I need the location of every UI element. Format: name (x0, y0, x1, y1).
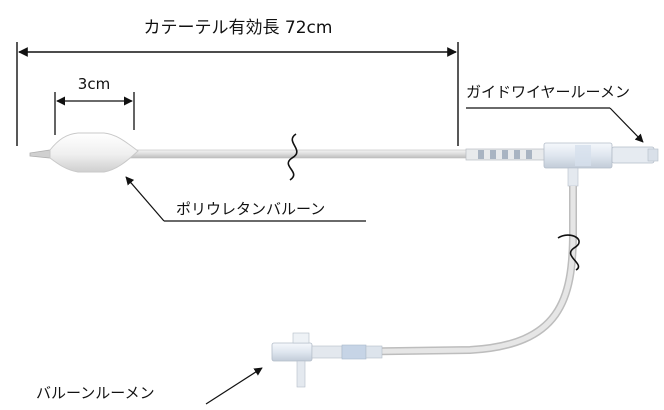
effective-length-dimension: カテーテル有効長 72cm (16, 18, 459, 146)
side-port-stem (567, 167, 579, 187)
balloon-lumen-hub (271, 332, 383, 388)
balloon-length-dimension: 3cm (54, 75, 135, 135)
balloon-label: ポリウレタンバルーン (176, 200, 325, 218)
stopcock-handle (292, 332, 310, 344)
guidewire-lumen-callout: ガイドワイヤールーメン (466, 83, 644, 143)
tube-break-mark (557, 234, 580, 271)
shaft-break-mark (287, 133, 298, 181)
guidewire-lumen-label: ガイドワイヤールーメン (466, 83, 630, 101)
shaft-tube (129, 149, 476, 159)
guidewire-hub (465, 142, 659, 187)
balloon-lumen-callout: バルーンルーメン (36, 367, 263, 405)
guidewire-lumen-arrow (609, 107, 644, 143)
balloon-lumen-arrow (205, 367, 263, 405)
lower-hub-body (271, 342, 313, 362)
balloon-arrow (125, 176, 165, 222)
balloon-lumen-tube (329, 186, 580, 356)
polyurethane-balloon (49, 132, 139, 173)
stopcock-stem (296, 360, 306, 388)
balloon-length-label: 3cm (78, 75, 110, 93)
balloon-lumen-label: バルーンルーメン (36, 384, 155, 402)
balloon-body (49, 132, 139, 173)
balloon-callout: ポリウレタンバルーン (125, 176, 366, 222)
catheter-tip (29, 149, 51, 159)
effective-length-label: カテーテル有効長 72cm (144, 18, 333, 38)
